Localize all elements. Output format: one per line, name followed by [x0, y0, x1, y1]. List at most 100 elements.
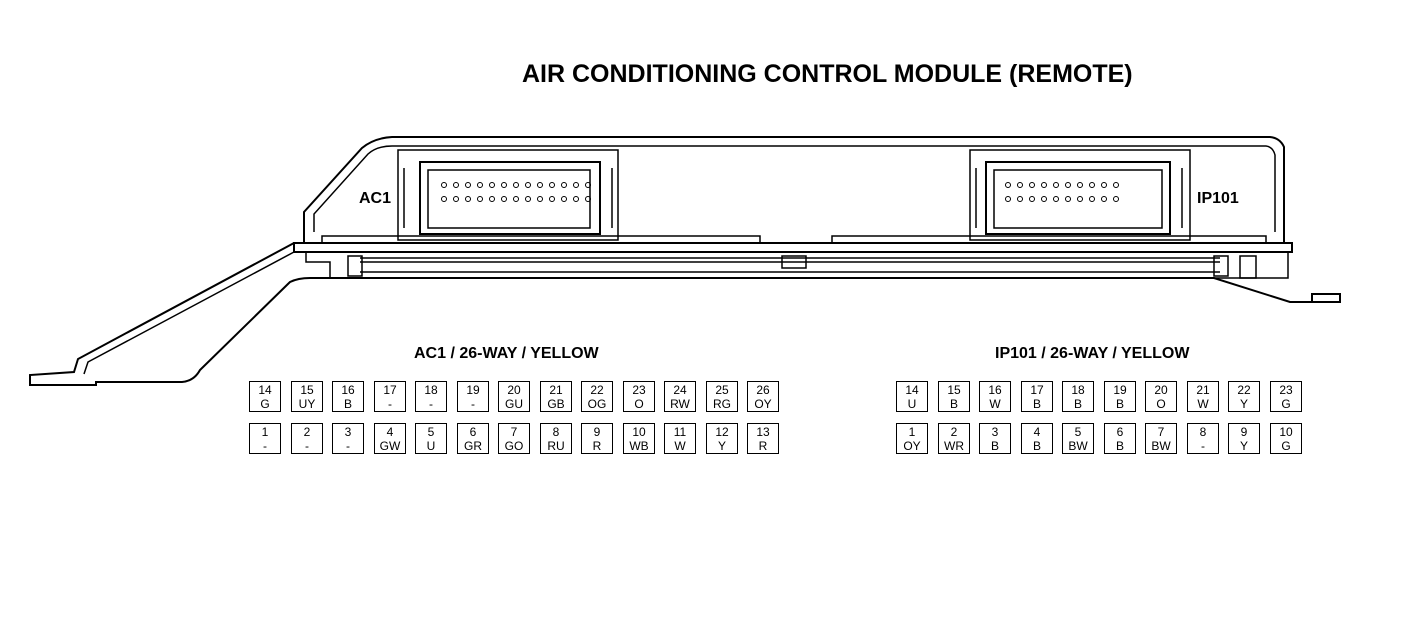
wire-color-code: R	[758, 439, 768, 453]
wire-color-code: Y	[1239, 439, 1248, 453]
base-plate	[293, 242, 1293, 253]
rail-clip-left	[347, 255, 363, 277]
pin-number: 22	[590, 383, 604, 397]
wire-color-code: OG	[587, 397, 607, 411]
pin-number: 20	[507, 383, 521, 397]
wire-color-code: OY	[754, 397, 772, 411]
rail-clip-right	[1213, 255, 1229, 277]
pin-number: 14	[258, 383, 272, 397]
pin-number: 7	[1157, 425, 1165, 439]
rail-tab-right	[1239, 255, 1257, 279]
ac1-connector-drawing	[397, 149, 619, 241]
wire-color-code: B	[1073, 397, 1082, 411]
pin-number: 7	[510, 425, 518, 439]
pin-number: 18	[424, 383, 438, 397]
wire-color-code: B	[1032, 397, 1041, 411]
pin-cell: 19-	[457, 381, 489, 412]
pin-number: 3	[344, 425, 352, 439]
wire-color-code: -	[388, 397, 392, 411]
pin-number: 5	[1074, 425, 1082, 439]
pin-cell: 3-	[332, 423, 364, 454]
pin-number: 17	[1030, 383, 1044, 397]
wire-color-code: OY	[903, 439, 921, 453]
pin-number: 16	[988, 383, 1002, 397]
pin-cell: 18-	[415, 381, 447, 412]
wire-color-code: RW	[670, 397, 690, 411]
wire-color-code: O	[1156, 397, 1166, 411]
ip101-connector-drawing	[969, 149, 1191, 241]
wire-color-code: G	[1281, 439, 1291, 453]
pin-number: 9	[593, 425, 601, 439]
wire-color-code: U	[907, 397, 917, 411]
wire-color-code: -	[1201, 439, 1205, 453]
pin-number: 9	[1240, 425, 1248, 439]
pin-number: 16	[341, 383, 355, 397]
ac1-heading: AC1 / 26-WAY / YELLOW	[414, 345, 599, 362]
diagram-title: AIR CONDITIONING CONTROL MODULE (REMOTE)	[522, 60, 1133, 88]
wire-color-code: B	[1032, 439, 1041, 453]
wire-color-code: B	[1115, 439, 1124, 453]
pin-number: 24	[673, 383, 687, 397]
wire-color-code: R	[592, 439, 602, 453]
wire-color-code: B	[1115, 397, 1124, 411]
pin-number: 2	[303, 425, 311, 439]
pin-number: 8	[552, 425, 560, 439]
pin-number: 18	[1071, 383, 1085, 397]
pin-number: 15	[300, 383, 314, 397]
ac1-drawing-label: AC1	[359, 190, 391, 207]
wire-color-code: WR	[944, 439, 964, 453]
pin-number: 4	[386, 425, 394, 439]
wire-color-code: GB	[547, 397, 565, 411]
rail-inner	[360, 257, 1220, 273]
pin-number: 20	[1154, 383, 1168, 397]
wire-color-code: W	[1197, 397, 1209, 411]
pin-number: 1	[261, 425, 269, 439]
pin-number: 6	[469, 425, 477, 439]
housing-top-inner	[313, 145, 1276, 232]
wire-color-code: WB	[629, 439, 649, 453]
ip101-pin-holes	[1005, 182, 1119, 202]
wire-color-code: O	[634, 397, 644, 411]
pin-number: 3	[991, 425, 999, 439]
wire-color-code: GR	[464, 439, 482, 453]
wire-color-code: B	[990, 439, 999, 453]
wire-color-code: BW	[1151, 439, 1171, 453]
rail-outline	[305, 252, 1289, 279]
pin-number: 21	[1196, 383, 1210, 397]
pin-number: 5	[427, 425, 435, 439]
wire-color-code: U	[426, 439, 436, 453]
wire-color-code: W	[674, 439, 686, 453]
wire-color-code: GO	[504, 439, 524, 453]
bracket-inner	[83, 251, 295, 375]
wire-color-code: B	[343, 397, 352, 411]
mounting-bracket	[29, 242, 1341, 386]
wire-color-code: -	[346, 439, 350, 453]
pin-number: 19	[1113, 383, 1127, 397]
wire-color-code: GW	[379, 439, 401, 453]
